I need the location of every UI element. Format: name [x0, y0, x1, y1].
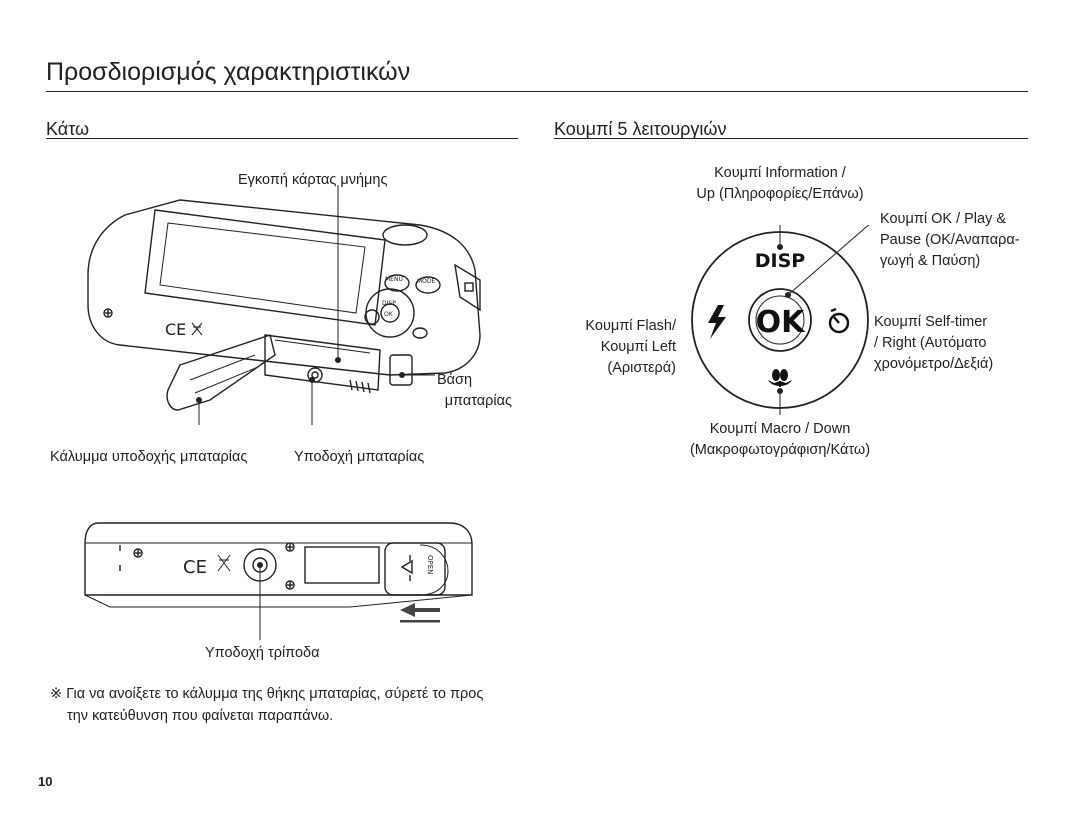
label-battery-holder-line1: Βάση	[437, 372, 473, 388]
label-timer-line3: χρονόμετρο/Δεξιά)	[874, 356, 994, 372]
self-timer-icon	[828, 307, 850, 334]
label-tripod-socket: Υποδοχή τρίποδα	[205, 645, 320, 661]
label-macro-button: Κουμπί Macro / Down (Μακροφωτογράφιση/Κά…	[670, 419, 890, 461]
label-flash-line3: (Αριστερά)	[607, 360, 676, 376]
label-timer-line1: Κουμπί Self-timer	[874, 314, 988, 330]
label-macro-line1: Κουμπί Macro / Down	[709, 421, 851, 437]
svg-text:MENU: MENU	[385, 276, 403, 283]
ok-button-inner	[755, 295, 805, 345]
battery-cover-note: ※ Για να ανοίξετε το κάλυμμα της θήκης μ…	[50, 683, 483, 727]
note-line1-text: Για να ανοίξετε το κάλυμμα της θήκης μπα…	[66, 686, 484, 702]
note-symbol: ※	[50, 686, 63, 702]
five-function-heading-rule	[554, 138, 1028, 139]
label-info-line1: Κουμπί Information /	[714, 165, 846, 181]
label-timer-button: Κουμπί Self-timer / Right (Αυτόματο χρον…	[874, 312, 993, 375]
label-info-button: Κουμπί Information / Up (Πληροφορίες/Επά…	[680, 163, 880, 205]
camera-underside-illustration: CE OPEN	[84, 522, 473, 640]
title-rule	[46, 91, 1028, 92]
note-line2: την κατεύθυνση που φαίνεται παραπάνω.	[67, 708, 334, 724]
label-battery-chamber: Υποδοχή μπαταρίας	[294, 449, 425, 465]
label-flash-button: Κουμπί Flash/ Κουμπί Left (Αριστερά)	[554, 316, 676, 379]
svg-text:DISP: DISP	[382, 300, 396, 307]
label-memory-card-slot: Εγκοπή κάρτας μνήμης	[238, 172, 388, 188]
label-ok-line2: Pause (OK/Αναπαρα-	[880, 232, 1020, 248]
disp-button-label: DISP	[755, 250, 806, 272]
label-flash-line2: Κουμπί Left	[600, 339, 676, 355]
five-function-heading: Κουμπί 5 λειτουργιών	[554, 119, 727, 139]
camera-bottom-illustration: CE MENU MODE DISP OK	[87, 185, 481, 425]
label-flash-line1: Κουμπί Flash/	[585, 318, 676, 334]
label-battery-holder: Βάση μπαταρίας	[437, 370, 512, 412]
label-ok-line1: Κουμπί OK / Play &	[880, 211, 1007, 227]
label-battery-cover: Κάλυμμα υποδοχής μπαταρίας	[50, 449, 248, 465]
macro-flower-icon	[768, 369, 792, 387]
label-battery-holder-line2: μπαταρίας	[444, 393, 512, 409]
label-ok-line3: γωγή & Παύση)	[880, 253, 981, 269]
svg-text:OPEN: OPEN	[426, 555, 434, 574]
page-title: Προσδιορισμός χαρακτηριστικών	[46, 58, 411, 86]
svg-text:MODE: MODE	[417, 278, 436, 285]
five-function-dial: OK DISP	[691, 225, 870, 415]
ce-mark: CE	[165, 320, 186, 339]
flash-icon	[708, 305, 726, 339]
svg-text:CE: CE	[183, 557, 207, 578]
label-macro-line2: (Μακροφωτογράφιση/Κάτω)	[689, 442, 871, 458]
label-info-line2: Up (Πληροφορίες/Επάνω)	[696, 186, 864, 202]
svg-text:OK: OK	[384, 311, 394, 318]
label-timer-line2: / Right (Αυτόματο	[874, 335, 987, 351]
note-line1: ※ Για να ανοίξετε το κάλυμμα της θήκης μ…	[50, 683, 483, 705]
bottom-heading-rule	[46, 138, 518, 139]
label-ok-button: Κουμπί OK / Play & Pause (OK/Αναπαρα- γω…	[880, 209, 1020, 272]
bottom-heading: Κάτω	[46, 119, 90, 139]
ok-button-label: OK	[756, 305, 807, 340]
page-number: 10	[38, 774, 53, 789]
